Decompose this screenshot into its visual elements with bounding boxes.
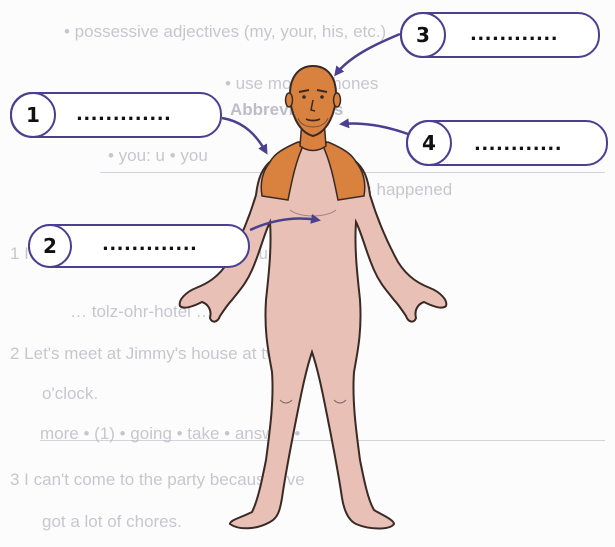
body-silhouette xyxy=(180,142,447,529)
arrow-1 xyxy=(222,118,266,152)
answer-blank-4[interactable]: ............ xyxy=(474,134,562,155)
label-number-2: 2 xyxy=(28,224,72,268)
right-eye xyxy=(320,95,324,99)
arrow-3 xyxy=(336,34,400,74)
arrow-4 xyxy=(342,123,408,134)
label-number-4: 4 xyxy=(406,120,452,166)
left-eye xyxy=(302,95,306,99)
label-number-3: 3 xyxy=(400,12,446,58)
left-ear xyxy=(286,93,293,107)
answer-blank-2[interactable]: ............. xyxy=(102,234,197,255)
label-number-1: 1 xyxy=(10,92,56,138)
answer-blank-3[interactable]: ............ xyxy=(470,24,558,45)
right-ear xyxy=(334,93,341,107)
answer-blank-1[interactable]: ............. xyxy=(76,104,171,125)
